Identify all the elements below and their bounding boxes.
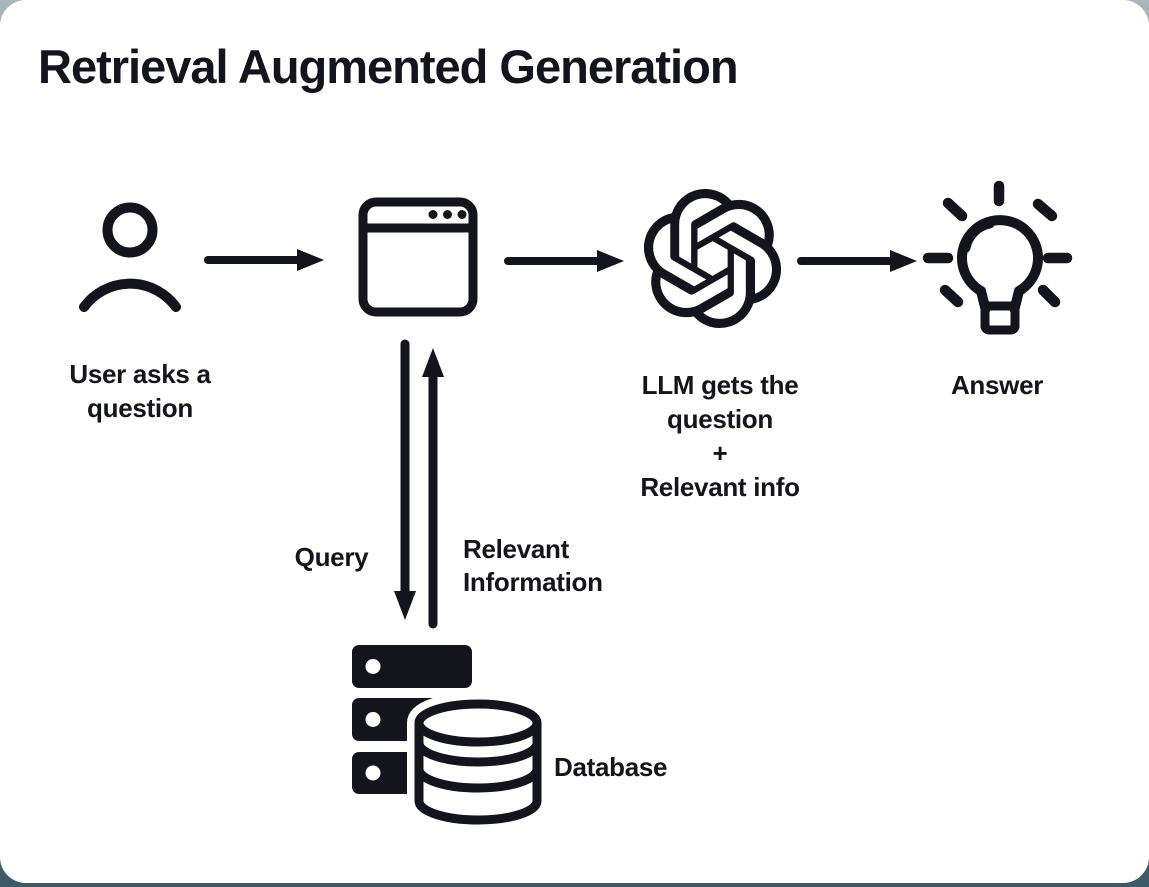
node-label-llm: LLM gets the question + Relevant info bbox=[640, 370, 800, 502]
arrow-right-icon bbox=[504, 250, 624, 272]
arrow-right-icon bbox=[797, 250, 917, 272]
edge-label-query: Query bbox=[294, 542, 369, 572]
browser-window-icon bbox=[358, 197, 478, 317]
arrow-up-icon bbox=[422, 348, 444, 629]
lightbulb-icon bbox=[922, 180, 1073, 335]
arrow-right-icon bbox=[204, 249, 324, 271]
database-icon bbox=[352, 645, 549, 832]
openai-logo-icon bbox=[643, 189, 782, 329]
node-label-answer: Answer bbox=[950, 370, 1044, 400]
user-icon bbox=[79, 202, 181, 312]
database-cylinder-icon bbox=[407, 692, 549, 832]
arrow-down-icon bbox=[394, 339, 416, 620]
edge-label-relevant-information: Relevant Information bbox=[463, 534, 603, 597]
diagram-title: Retrieval Augmented Generation bbox=[38, 40, 739, 93]
node-label-database: Database bbox=[554, 752, 668, 782]
node-label-user: User asks a question bbox=[69, 359, 211, 423]
double-vertical-arrow-icon bbox=[394, 339, 444, 629]
